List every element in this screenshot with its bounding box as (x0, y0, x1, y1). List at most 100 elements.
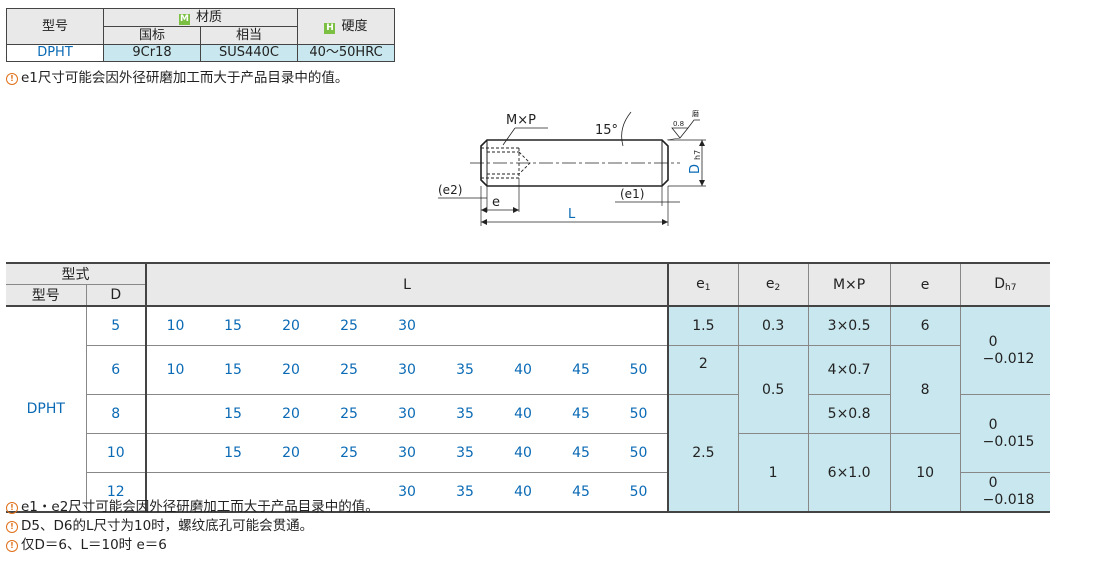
hardness-header-label: 硬度 (341, 18, 368, 34)
hardness-header: H 硬度 (297, 8, 395, 45)
dh7-header-sub: h7 (1005, 283, 1017, 293)
l-cell: 35 (436, 472, 494, 513)
l-arrow-right (662, 219, 668, 225)
e2-cell: 1 (737, 433, 809, 513)
bottom-note-text: D5、D6的L尺寸为10时，螺纹底孔可能会贯通。 (21, 518, 314, 534)
dh7-cell: 0−0.012 (959, 305, 1051, 395)
l-cell: 45 (552, 345, 610, 395)
model-value: DPHT (6, 44, 104, 62)
hardness-value: 40～50HRC (297, 44, 395, 62)
e-arrow-right (513, 207, 519, 213)
e1-header-sub: 1 (704, 283, 711, 293)
d-cell: 5 (85, 305, 146, 346)
l-cell: 45 (552, 394, 610, 434)
e-cell: 6 (889, 305, 961, 346)
dh7-header-label: D (994, 276, 1006, 292)
spec-table: 型式 L e1 e2 M×P e Dh7 型号 D DPHT 5 10 15 2… (6, 262, 1051, 513)
l-cell: 15 (204, 433, 262, 473)
l-cell (145, 472, 204, 513)
e2-header-sub: 2 (774, 283, 781, 293)
hardness-mark-icon: H (324, 22, 336, 34)
e2-cell: 0.3 (737, 305, 809, 346)
l-cell: 30 (378, 394, 436, 434)
mp-cell: 5×0.8 (807, 394, 891, 434)
caution-icon: ! (6, 540, 18, 552)
l-cell: 10 (145, 345, 204, 395)
dh7-upper: 0 (988, 416, 998, 433)
l-arrow-left (481, 219, 487, 225)
material-mark-icon: M (178, 13, 190, 25)
e1-cell: 2 (667, 345, 739, 395)
e-label: e (492, 195, 500, 210)
l-cell (262, 472, 320, 513)
e1-cell: 2.5 (667, 394, 739, 513)
e2-header-label: e (765, 276, 775, 292)
l-cell (494, 305, 552, 346)
l-cell: 15 (204, 305, 262, 346)
l-cell: 35 (436, 394, 494, 434)
l-cell: 20 (262, 345, 320, 395)
l-cell (552, 305, 610, 346)
e2-cell: 0.5 (737, 345, 809, 434)
l-cell: 40 (494, 472, 552, 513)
threaded-hole (481, 147, 531, 179)
roughness-word: 磨 (692, 109, 699, 118)
equivalent-value: SUS440C (200, 44, 298, 62)
d-cell: 6 (85, 345, 146, 395)
top-note: !e1尺寸可能会因外径研磨加工而大于产品目录中的值。 (6, 70, 348, 86)
dh7-cell: 0−0.018 (959, 472, 1051, 513)
l-cell: 30 (378, 345, 436, 395)
dh7-lower: −0.012 (982, 350, 1035, 367)
l-cell: 15 (204, 394, 262, 434)
d-col-header: D (85, 284, 146, 306)
l-cell (204, 472, 262, 513)
e1-label: (e1) (620, 187, 644, 201)
l-cell (610, 305, 669, 346)
model-cell: DPHT (6, 305, 86, 513)
national-std-header: 国标 (103, 26, 201, 45)
material-header: M 材质 (103, 8, 298, 27)
d-cell: 10 (85, 433, 146, 473)
model-col-header: 型号 (6, 284, 86, 306)
l-cell: 40 (494, 394, 552, 434)
l-cell: 30 (378, 472, 436, 513)
l-cell: 25 (320, 305, 378, 346)
e2-header: e2 (737, 262, 809, 306)
bottom-note-1: !e1・e2尺寸可能会因外径研磨加工而大于产品目录中的值。 (6, 499, 379, 515)
l-cell: 30 (378, 433, 436, 473)
l-cell: 35 (436, 345, 494, 395)
caution-icon: ! (6, 521, 18, 533)
l-cell: 35 (436, 433, 494, 473)
caution-icon: ! (6, 502, 18, 514)
e1-cell: 1.5 (667, 305, 739, 346)
material-header-label: 材质 (195, 9, 222, 25)
pin-drawing: M×P 15° 0.8 磨 D h7 (e2) e (e1) L (438, 109, 706, 226)
l-cell: 15 (204, 345, 262, 395)
d-cell: 8 (85, 394, 146, 434)
l-cell: 40 (494, 433, 552, 473)
l-cell (145, 433, 204, 473)
roughness-value: 0.8 (673, 120, 684, 128)
l-cell: 50 (610, 433, 669, 473)
d-arrow-top (699, 140, 705, 146)
dh7-lower: −0.015 (982, 433, 1035, 450)
e2-label: (e2) (438, 183, 462, 197)
l-cell (436, 305, 494, 346)
l-cell: 25 (320, 345, 378, 395)
bottom-note-3: !仅D＝6、L＝10时 e＝6 (6, 537, 167, 553)
l-cell: 50 (610, 472, 669, 513)
mp-header: M×P (807, 262, 891, 306)
caution-icon: ! (6, 73, 18, 85)
type-header: 型式 (6, 262, 146, 285)
e-cell: 10 (889, 433, 961, 513)
mp-cell: 6×1.0 (807, 433, 891, 513)
mp-cell: 4×0.7 (807, 345, 891, 395)
l-cell (320, 472, 378, 513)
angle-label: 15° (595, 123, 618, 138)
e-arrow-left (481, 207, 487, 213)
l-cell: 20 (262, 305, 320, 346)
dh7-cell: 0−0.015 (959, 394, 1051, 473)
dh7-upper: 0 (988, 475, 998, 491)
l-cell: 30 (378, 305, 436, 346)
